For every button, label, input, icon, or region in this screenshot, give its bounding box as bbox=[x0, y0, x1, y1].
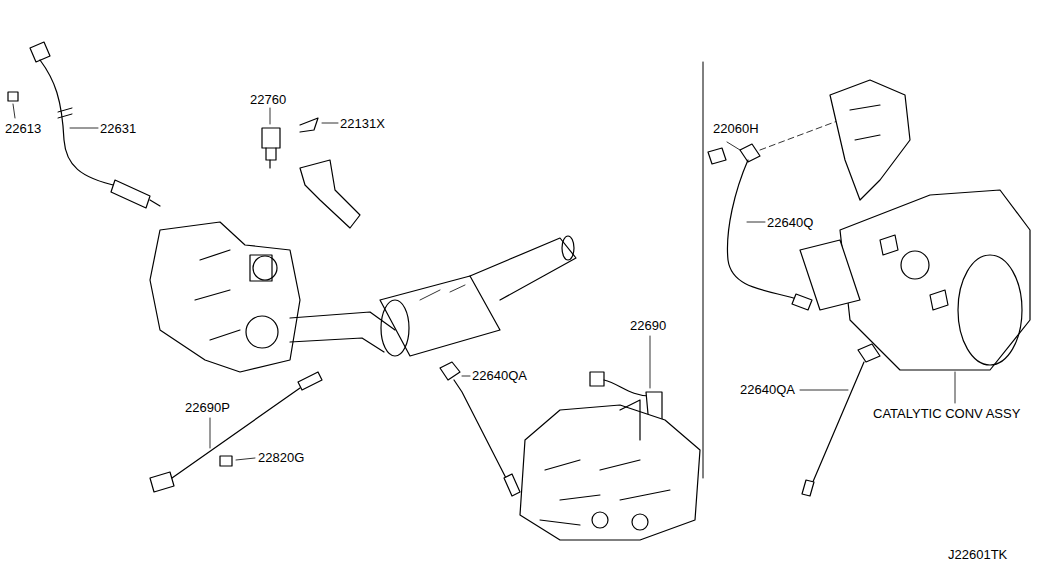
diagram-code: J22601TK bbox=[948, 547, 1007, 562]
callout-number: 22690 bbox=[630, 318, 666, 333]
callout-number: 22613 bbox=[5, 121, 41, 136]
callout-number: 22690P bbox=[185, 400, 230, 415]
callout-number: 22820G bbox=[258, 450, 304, 465]
callout-number: 22631 bbox=[100, 121, 136, 136]
callout-number: 22131X bbox=[340, 116, 385, 131]
part-name: CATALYTIC CONV ASSY bbox=[873, 406, 1020, 421]
callout-number: 22640QA bbox=[472, 368, 527, 383]
callout-number: 22760 bbox=[250, 92, 286, 107]
callout-number: 22060H bbox=[713, 121, 759, 136]
callout-number: 22640Q bbox=[767, 215, 813, 230]
callout-number: 22640QA bbox=[740, 382, 795, 397]
